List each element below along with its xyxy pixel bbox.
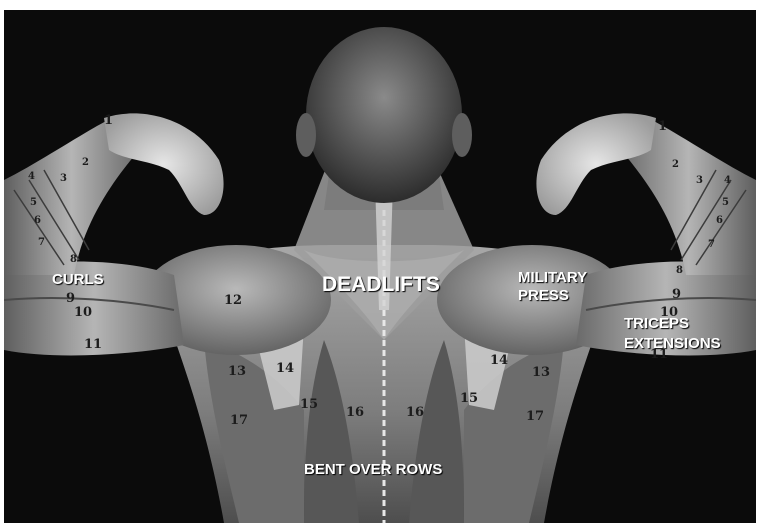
muscle-number: 2 [672, 160, 679, 170]
muscle-number: 6 [34, 216, 41, 226]
muscle-number: 6 [716, 216, 723, 226]
muscle-number: 2 [82, 158, 89, 168]
muscle-number: 1 [658, 120, 667, 133]
muscle-number: 9 [672, 288, 681, 301]
muscle-number: 13 [228, 365, 246, 378]
muscle-number: 10 [74, 306, 92, 319]
muscle-number: 8 [676, 266, 683, 276]
muscle-number: 11 [84, 338, 102, 351]
muscle-number: 5 [722, 198, 729, 208]
muscle-number: 7 [38, 238, 45, 248]
curls-label: CURLS [52, 272, 104, 287]
muscle-number: 5 [30, 198, 37, 208]
muscle-number: 17 [230, 414, 248, 427]
muscle-number: 9 [66, 292, 75, 305]
triceps-label-line1: TRICEPS [624, 316, 689, 331]
muscle-number: 3 [60, 174, 67, 184]
military-press-label-line1: MILITARY [518, 270, 587, 285]
muscle-number: 4 [28, 172, 35, 182]
head [306, 27, 462, 203]
muscle-number: 1 [104, 114, 113, 127]
muscle-number: 7 [708, 240, 715, 250]
military-press-label-line2: PRESS [518, 288, 569, 303]
muscle-number: 13 [532, 366, 550, 379]
triceps-label-line2: EXTENSIONS [624, 336, 721, 351]
muscle-number: 16 [406, 406, 424, 419]
anatomy-image: 1 2 3 4 5 6 7 8 9 10 11 12 13 14 15 16 1… [4, 10, 756, 523]
muscle-number: 3 [696, 176, 703, 186]
rows-label: BENT OVER ROWS [304, 462, 442, 477]
muscle-number: 15 [300, 398, 318, 411]
muscle-number: 12 [224, 294, 242, 307]
muscle-number: 14 [276, 362, 294, 375]
back-muscles-illustration [4, 10, 756, 523]
muscle-number: 15 [460, 392, 478, 405]
deadlifts-label: DEADLIFTS [322, 274, 440, 295]
muscle-number: 16 [346, 406, 364, 419]
muscle-number: 8 [70, 255, 77, 265]
muscle-number: 4 [724, 176, 731, 186]
muscle-number: 17 [526, 410, 544, 423]
muscle-number: 14 [490, 354, 508, 367]
